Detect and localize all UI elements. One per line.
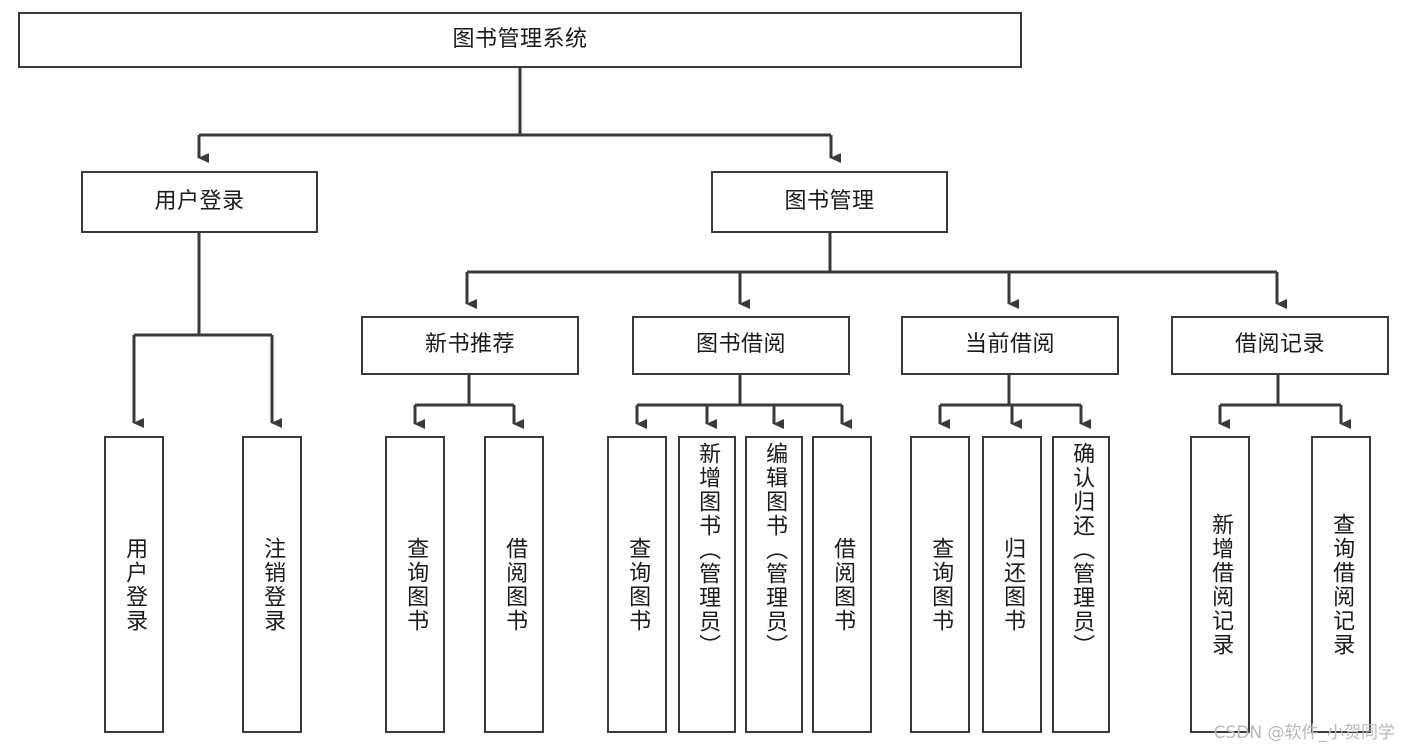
node-book-manage[interactable]: 图书管理 [711,171,948,233]
node-new-book-recommend-label: 新书推荐 [424,332,515,358]
node-user-login[interactable]: 用户登录 [81,171,318,233]
node-leaf-return-book-label: 归还图书 [1000,536,1026,633]
edges-bookmanage-to-level3 [465,233,1287,309]
node-leaf-query-book-rec[interactable]: 查询图书 [385,436,445,733]
node-leaf-query-book-borrow[interactable]: 查询图书 [607,436,667,733]
node-leaf-user-logout-label: 注销登录 [260,536,286,633]
node-book-borrow-label: 图书借阅 [695,332,786,358]
node-leaf-query-borrow-record-label: 查询借阅记录 [1329,512,1355,657]
node-new-book-recommend[interactable]: 新书推荐 [361,316,579,375]
node-leaf-edit-book-admin[interactable]: 编辑图书（管理员） [745,436,803,733]
node-leaf-add-book-admin[interactable]: 新增图书（管理员） [678,436,736,733]
node-current-borrow-label: 当前借阅 [964,332,1055,358]
edges-currentborrow-to-leaves [938,375,1091,429]
node-leaf-confirm-return-admin[interactable]: 确认归还（管理员） [1052,436,1110,733]
node-leaf-return-book[interactable]: 归还图书 [982,436,1042,733]
node-root-label: 图书管理系统 [452,26,588,52]
edges-userlogin-to-leaves [132,233,282,428]
node-leaf-borrow-book[interactable]: 借阅图书 [812,436,872,733]
node-leaf-add-book-admin-label: 新增图书（管理员） [695,442,721,658]
node-leaf-user-login-label: 用户登录 [122,536,148,633]
node-leaf-add-borrow-record[interactable]: 新增借阅记录 [1190,436,1250,733]
node-book-manage-label: 图书管理 [784,188,875,214]
node-leaf-query-book-borrow-label: 查询图书 [625,536,651,633]
node-leaf-borrow-book-rec-label: 借阅图书 [502,536,528,633]
node-current-borrow[interactable]: 当前借阅 [901,316,1119,375]
node-borrow-record-label: 借阅记录 [1234,332,1325,358]
edges-newbook-to-leaves [413,375,524,429]
node-leaf-query-borrow-record[interactable]: 查询借阅记录 [1311,436,1371,733]
node-borrow-record[interactable]: 借阅记录 [1171,316,1389,375]
node-leaf-borrow-book-rec[interactable]: 借阅图书 [484,436,544,733]
node-leaf-query-book-rec-label: 查询图书 [403,536,429,633]
node-leaf-user-logout[interactable]: 注销登录 [242,436,302,733]
node-leaf-confirm-return-admin-label: 确认归还（管理员） [1069,442,1095,658]
edges-root-to-level2 [197,68,841,163]
node-root[interactable]: 图书管理系统 [18,12,1022,68]
node-leaf-borrow-book-label: 借阅图书 [830,536,856,633]
node-leaf-query-book-current[interactable]: 查询图书 [910,436,970,733]
node-user-login-label: 用户登录 [154,188,245,214]
node-leaf-query-book-current-label: 查询图书 [928,536,954,633]
node-leaf-edit-book-admin-label: 编辑图书（管理员） [762,442,788,658]
csdn-watermark: CSDN @软件_小贺同学 [1213,723,1395,743]
edges-borrowrecord-to-leaves [1218,375,1351,429]
node-leaf-add-borrow-record-label: 新增借阅记录 [1208,512,1234,657]
edges-bookborrow-to-leaves [635,375,852,429]
node-book-borrow[interactable]: 图书借阅 [632,316,850,375]
node-leaf-user-login[interactable]: 用户登录 [104,436,164,733]
